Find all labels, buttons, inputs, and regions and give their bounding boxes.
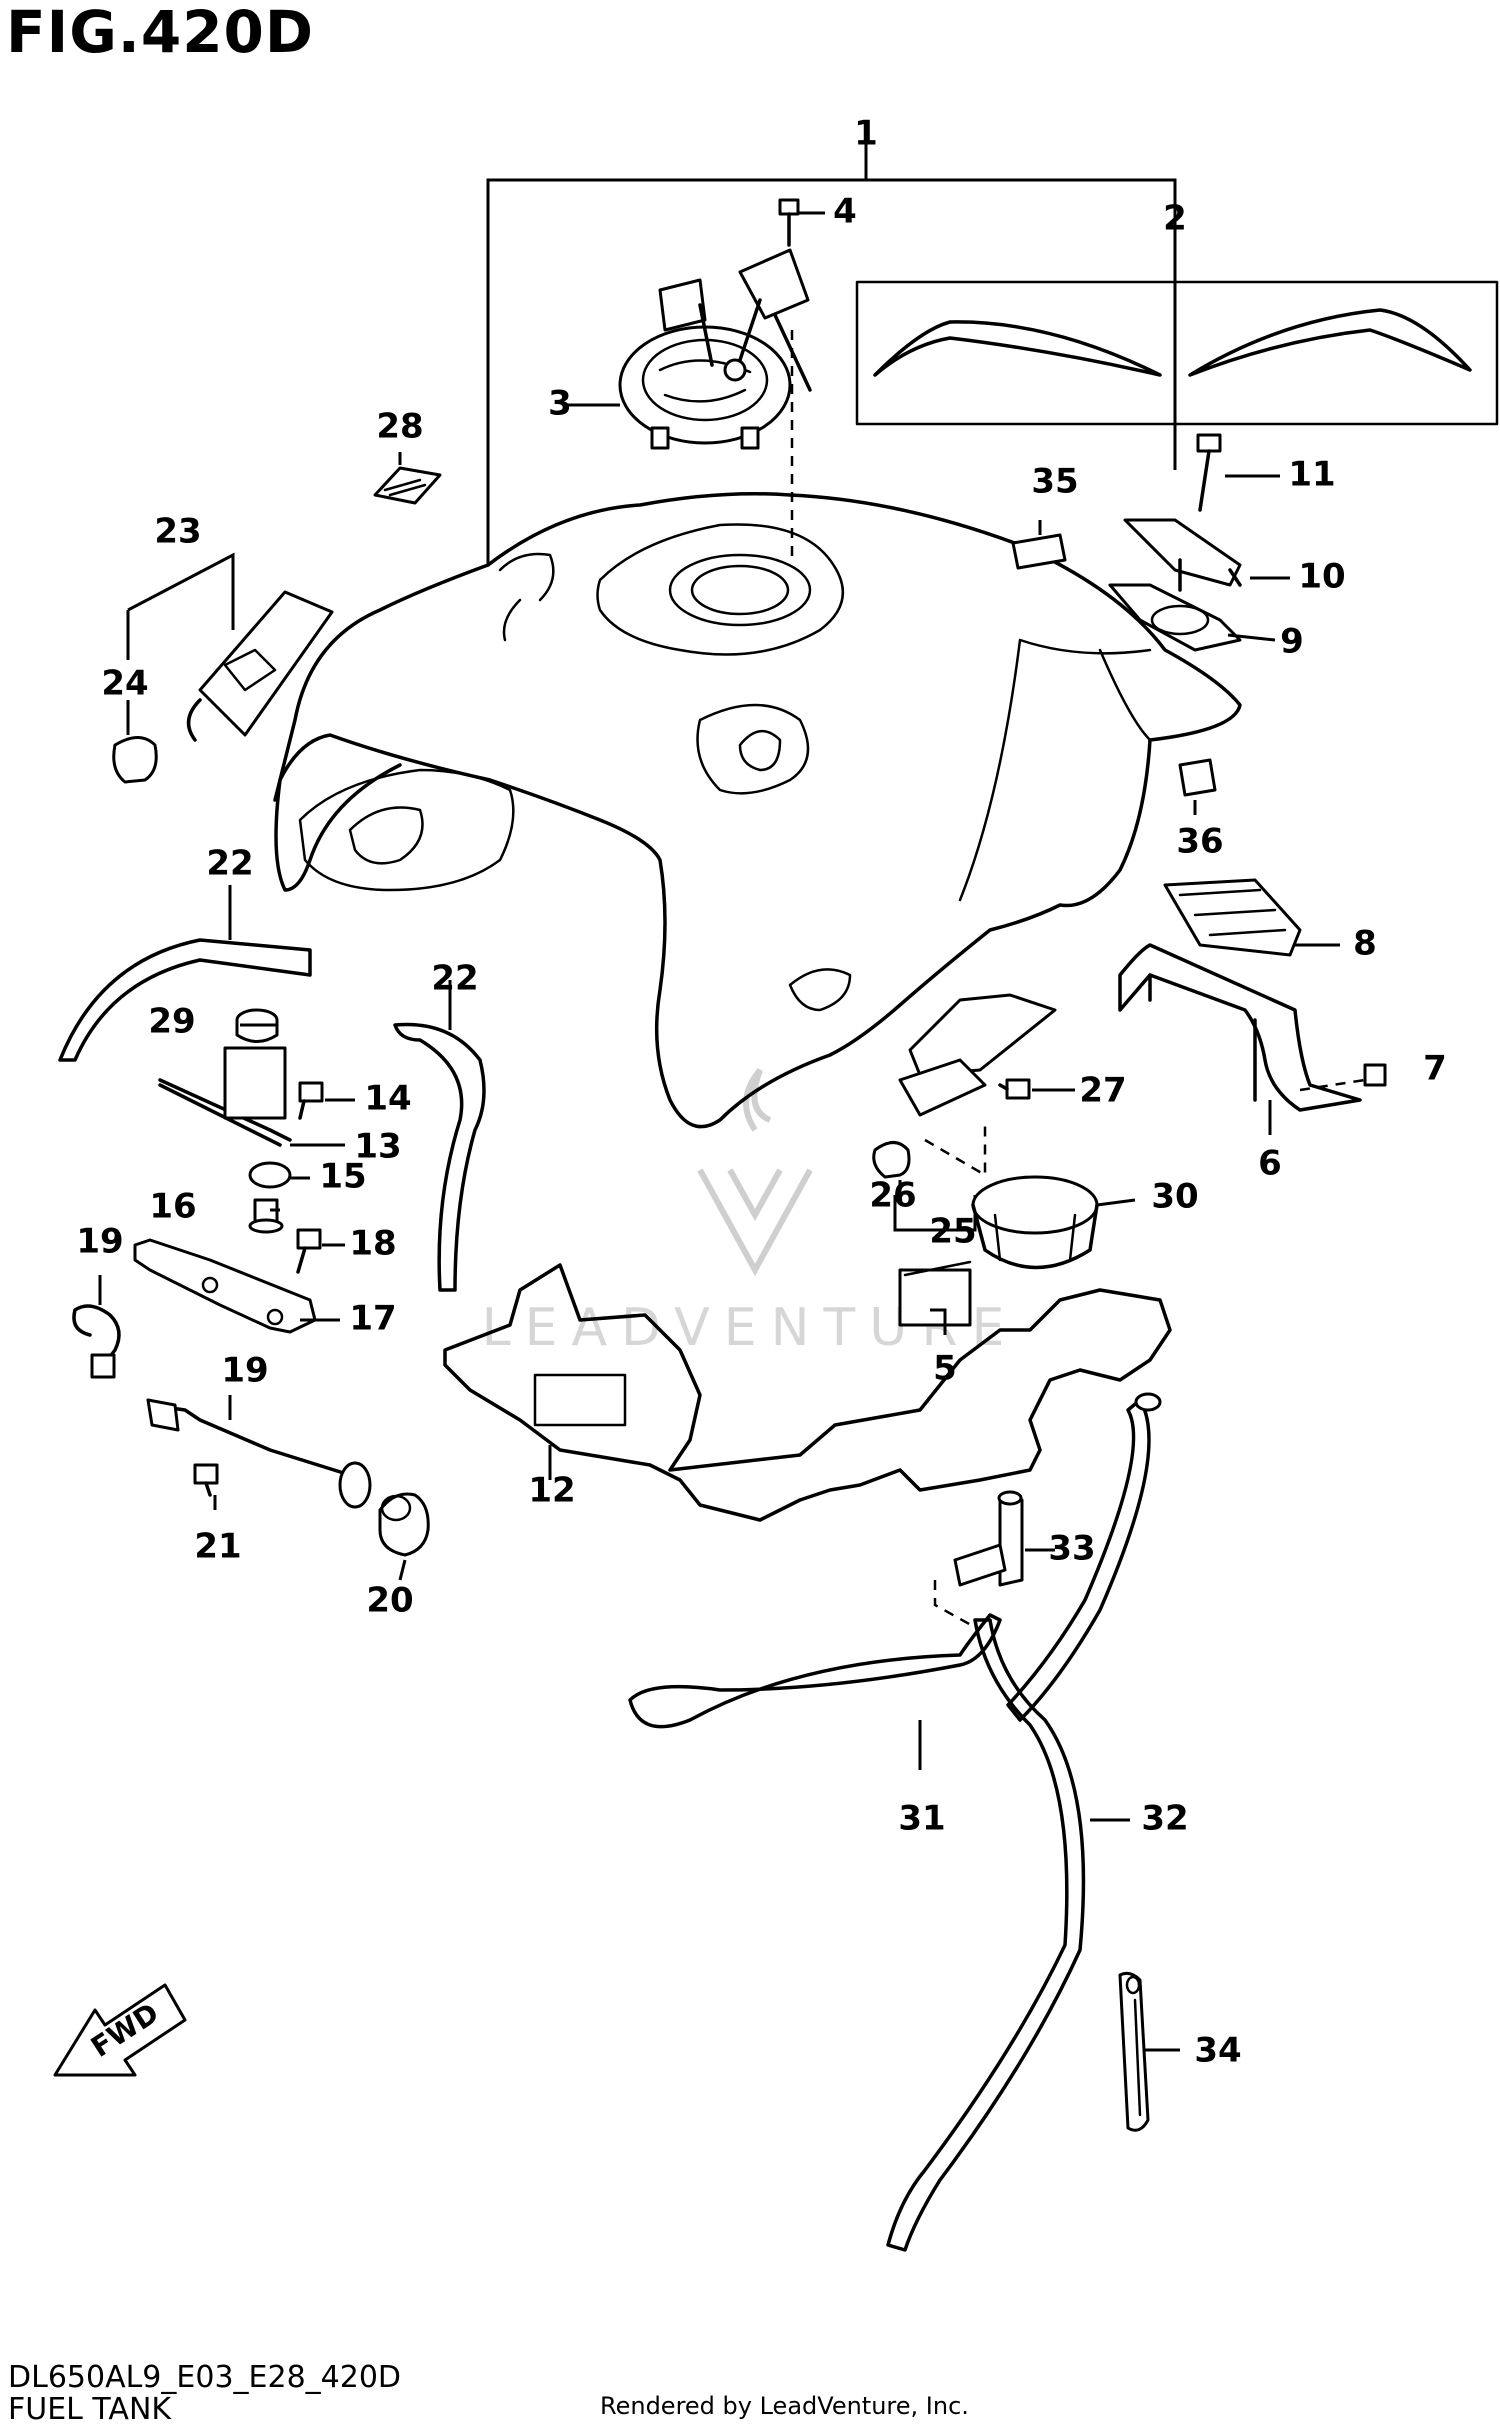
callout-7: 7 (1423, 1049, 1447, 1089)
valve-23 (186, 590, 334, 742)
callout-15: 15 (319, 1157, 366, 1197)
band-30 (971, 1175, 1099, 1270)
callout-18: 18 (349, 1224, 396, 1264)
callout-29: 29 (148, 1002, 195, 1042)
figure-title: FIG.420D (6, 0, 315, 66)
hose-31 (628, 1613, 1002, 1729)
callout-13: 13 (354, 1127, 401, 1167)
callout-28: 28 (376, 407, 423, 447)
drain-hose-12 (443, 1263, 1172, 1522)
callout-1: 1 (854, 114, 878, 154)
group-bracket-23 (126, 552, 235, 660)
callout-19-lower: 19 (221, 1351, 268, 1391)
callout-9: 9 (1280, 622, 1304, 662)
bracket-10 (1123, 518, 1242, 592)
callout-labels: 1 2 3 4 5 6 7 8 9 10 11 12 13 14 15 16 1… (76, 114, 1447, 2071)
clamp-19-lower (146, 1398, 372, 1509)
valve-25 (898, 993, 1057, 1178)
callout-30: 30 (1151, 1177, 1198, 1217)
callout-32: 32 (1141, 1799, 1188, 1839)
callout-23: 23 (154, 512, 201, 552)
bolt-11 (1196, 433, 1222, 512)
collar-16 (248, 1198, 284, 1234)
bolt-27 (998, 1078, 1031, 1100)
hose-22-left (58, 938, 312, 1062)
callout-34: 34 (1194, 2031, 1241, 2071)
callout-25: 25 (929, 1212, 976, 1252)
callout-6: 6 (1258, 1144, 1282, 1184)
leader-lines (98, 211, 1340, 2052)
fwd-arrow-icon: FWD (53, 1983, 187, 2077)
grommet-20 (378, 1492, 430, 1557)
pad-35 (1011, 533, 1067, 570)
group-bracket-1 (486, 140, 1177, 565)
figure-name: FUEL TANK (8, 2392, 172, 2427)
bolt-18 (296, 1228, 322, 1274)
drain-hose-12-plate (533, 1373, 627, 1427)
clamp-34 (1118, 1971, 1150, 2132)
bolt-14 (298, 1081, 324, 1120)
callout-36: 36 (1176, 822, 1223, 862)
callout-11: 11 (1288, 455, 1335, 495)
callout-35: 35 (1031, 462, 1078, 502)
cushion-15 (248, 1161, 292, 1189)
rear-bracket-6 (1118, 943, 1362, 1112)
callout-4: 4 (833, 192, 857, 232)
joint-33 (933, 1490, 1024, 1632)
callout-2: 2 (1163, 199, 1187, 239)
rendered-by-credit: Rendered by LeadVenture, Inc. (600, 2392, 969, 2420)
callout-26: 26 (869, 1176, 916, 1216)
callout-12: 12 (528, 1471, 575, 1511)
bracket-9 (1108, 583, 1242, 652)
clamp-19-upper (72, 1304, 121, 1379)
callout-8: 8 (1353, 924, 1377, 964)
tank-badge-set (855, 245, 1499, 426)
callout-16: 16 (149, 1187, 196, 1227)
stay-13 (158, 1046, 292, 1147)
callout-22-right: 22 (431, 959, 478, 999)
callout-33: 33 (1048, 1529, 1095, 1569)
bolt-7 (1299, 1063, 1387, 1092)
callout-21: 21 (194, 1527, 241, 1567)
cushion-8 (1163, 878, 1302, 957)
callout-19-upper: 19 (76, 1222, 123, 1262)
callout-24: 24 (101, 664, 148, 704)
hose-32 (886, 1618, 1086, 2252)
pad-5-edge (903, 1260, 972, 1277)
hose-31-vent (1006, 1398, 1151, 1722)
fuel-cap-assembly (618, 248, 812, 450)
callout-5: 5 (933, 1349, 957, 1389)
hose-22-right (393, 1022, 486, 1292)
pad-5 (898, 1268, 972, 1327)
bolt-21 (193, 1463, 219, 1497)
label-28 (373, 466, 442, 505)
callout-20: 20 (366, 1581, 413, 1621)
bolt-4 (778, 198, 800, 247)
callout-17: 17 (349, 1299, 396, 1339)
plate-17 (133, 1238, 317, 1334)
callout-14: 14 (364, 1079, 411, 1119)
document-code: DL650AL9_E03_E28_420D (8, 2360, 402, 2395)
callout-3: 3 (548, 384, 572, 424)
hose-31-vent-end (1134, 1392, 1162, 1412)
callout-31: 31 (898, 1799, 945, 1839)
pad-36 (1178, 758, 1217, 797)
callout-22-left: 22 (206, 844, 253, 884)
cap-24 (112, 736, 158, 784)
callout-27: 27 (1079, 1071, 1126, 1111)
cap-26 (872, 1141, 911, 1179)
callout-10: 10 (1298, 557, 1345, 597)
